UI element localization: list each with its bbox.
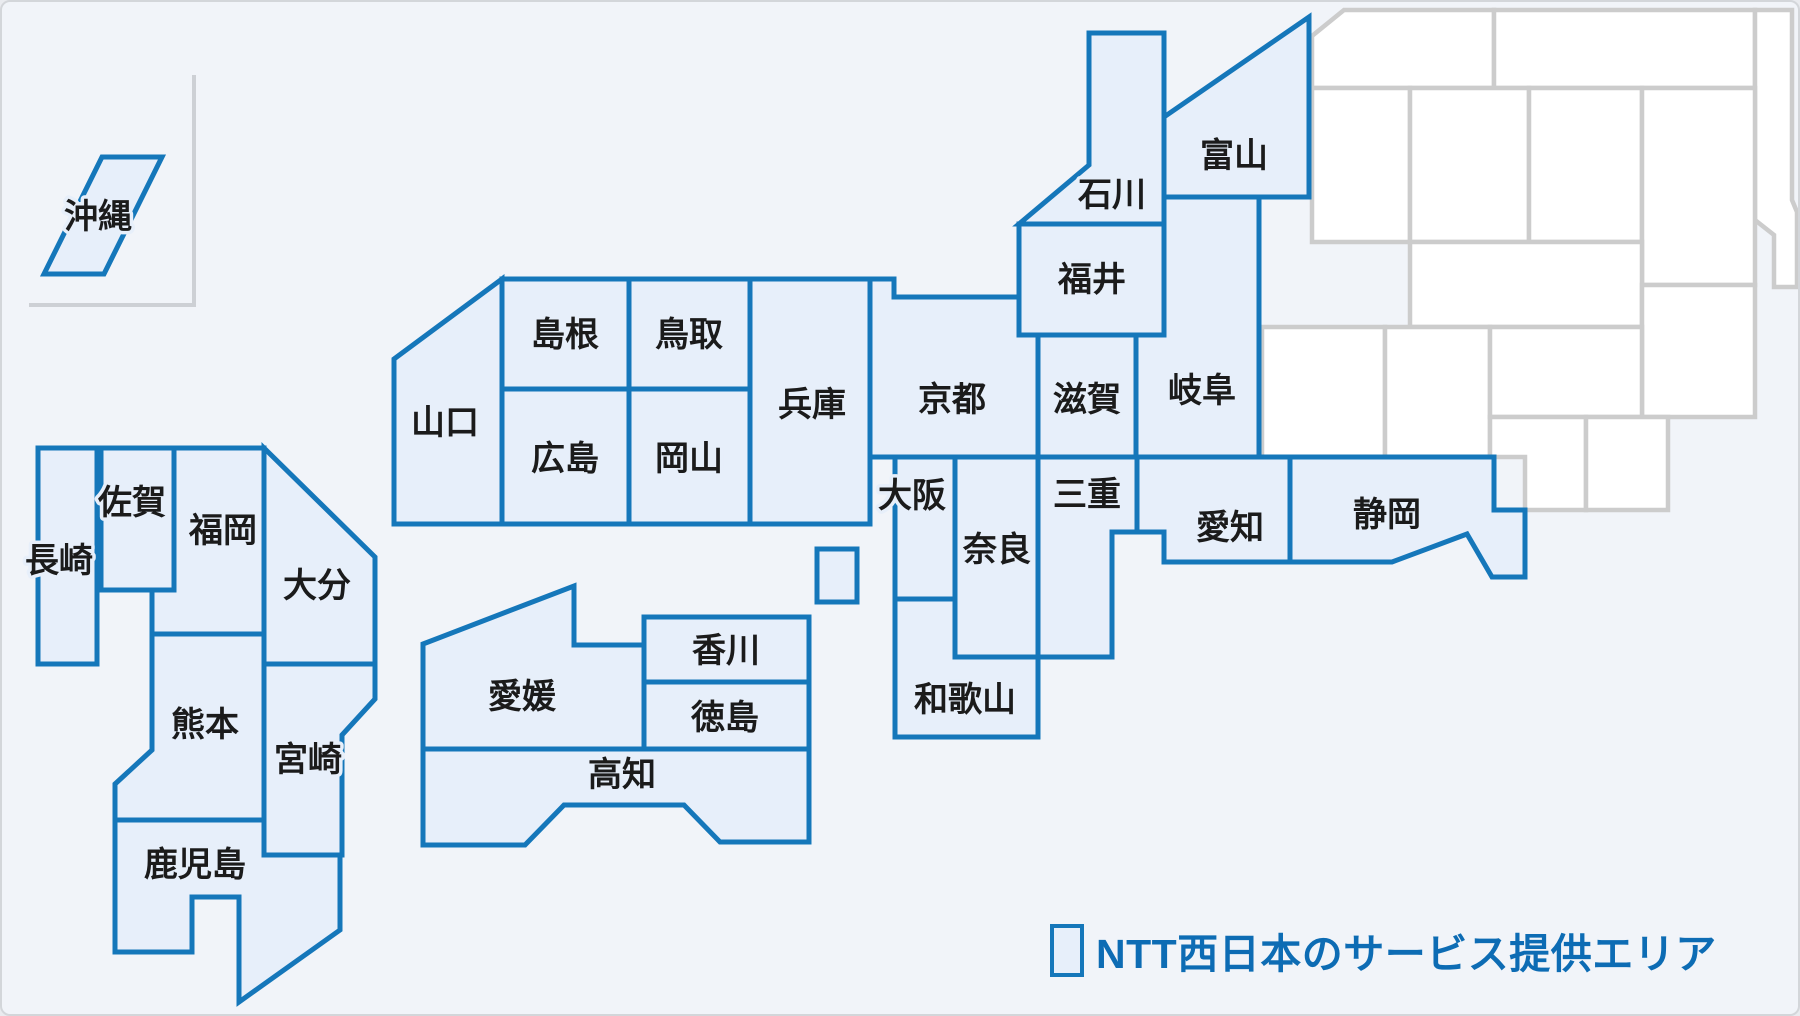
service-area-regions — [35, 12, 1528, 1007]
region-east-cell-13 — [1487, 414, 1589, 513]
region-nagasaki — [35, 445, 100, 667]
region-label-saga: 佐賀 — [97, 484, 166, 522]
region-yamaguchi — [391, 274, 505, 527]
region-east-cell-12 — [1487, 324, 1645, 420]
region-label-kyoto: 京都 — [918, 381, 986, 419]
region-ehime — [420, 582, 647, 752]
region-label-kagoshima: 鹿児島 — [144, 846, 246, 884]
legend-service-area-swatch — [1050, 923, 1084, 977]
region-label-shiga: 滋賀 — [1053, 381, 1121, 419]
region-label-kochi: 高知 — [588, 756, 656, 794]
east-japan-cells — [1259, 7, 1798, 513]
region-ishikawa — [1012, 30, 1167, 227]
region-awaji-island — [814, 546, 860, 605]
region-label-tokushima: 徳島 — [690, 699, 759, 737]
region-label-ehime: 愛媛 — [488, 678, 557, 716]
region-okinawa — [39, 154, 167, 277]
region-label-tottori: 鳥取 — [655, 316, 723, 354]
region-label-kagawa: 香川 — [692, 632, 760, 670]
okinawa-inset-frame — [29, 75, 196, 307]
region-label-gifu: 岐阜 — [1168, 372, 1236, 410]
region-east-cell-1 — [1309, 7, 1497, 91]
region-east-cell-3 — [1752, 7, 1798, 290]
region-label-yamaguchi: 山口 — [411, 404, 479, 442]
region-label-hyogo: 兵庫 — [778, 386, 846, 424]
region-label-nara: 奈良 — [962, 530, 1031, 569]
region-kyoto — [867, 276, 1041, 460]
region-shizuoka — [1287, 454, 1528, 580]
region-label-okinawa: 沖縄 — [64, 198, 132, 236]
region-label-shizuoka: 静岡 — [1353, 496, 1421, 534]
region-label-osaka: 大阪 — [878, 477, 946, 515]
region-kagoshima — [112, 817, 343, 1007]
region-label-okayama: 岡山 — [655, 440, 723, 478]
region-label-toyama: 富山 — [1200, 136, 1268, 175]
region-label-aichi: 愛知 — [1196, 509, 1264, 547]
region-east-cell-5 — [1407, 85, 1532, 245]
region-east-cell-7 — [1639, 85, 1758, 288]
region-kochi — [420, 746, 812, 848]
region-east-cell-4 — [1309, 85, 1413, 245]
region-east-cell-9 — [1639, 282, 1758, 420]
region-label-nagasaki: 長崎 — [25, 542, 93, 580]
region-oita — [261, 442, 378, 667]
region-label-wakayama: 和歌山 — [914, 681, 1016, 719]
region-east-cell-10 — [1259, 324, 1388, 461]
region-label-ishikawa: 石川 — [1077, 176, 1146, 214]
region-label-kumamoto: 熊本 — [171, 705, 239, 744]
region-east-cell-2 — [1491, 7, 1758, 91]
region-label-fukuoka: 福岡 — [188, 512, 257, 550]
region-toyama — [1161, 12, 1312, 200]
region-hyogo — [747, 276, 873, 527]
legend-label: NTT西日本のサービス提供エリア — [1096, 931, 1717, 977]
region-east-cell-11 — [1382, 324, 1493, 461]
region-label-oita: 大分 — [283, 567, 351, 605]
region-label-shimane: 島根 — [531, 316, 599, 354]
region-label-fukui: 福井 — [1057, 261, 1126, 299]
region-east-cell-14 — [1583, 414, 1671, 513]
legend: NTT西日本のサービス提供エリア — [1050, 920, 1717, 980]
region-label-miyazaki: 宮崎 — [274, 741, 342, 779]
region-east-cell-6 — [1526, 85, 1645, 245]
region-label-mie: 三重 — [1053, 476, 1121, 514]
region-east-cell-8 — [1407, 239, 1645, 330]
region-label-hiroshima: 広島 — [531, 440, 599, 478]
